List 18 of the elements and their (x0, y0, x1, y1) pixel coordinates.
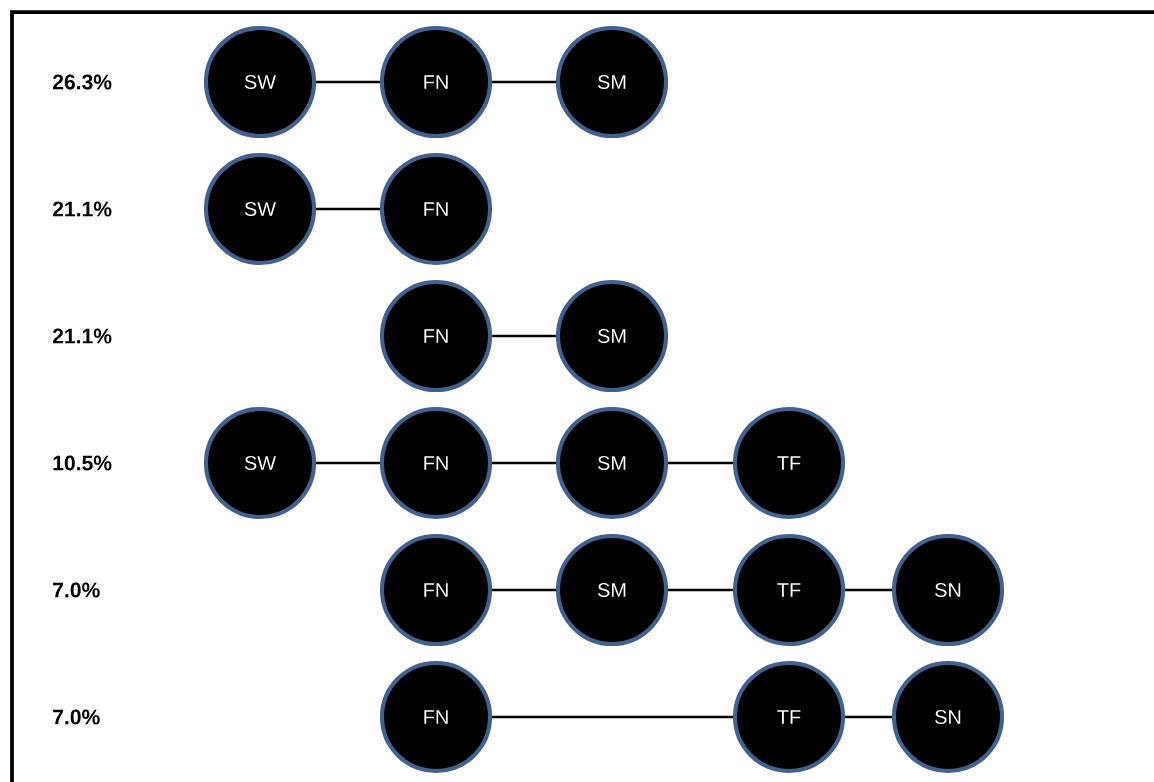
connector-line (668, 588, 733, 592)
connector-line (316, 207, 380, 211)
connector-line (845, 588, 892, 592)
connector-line (492, 80, 556, 84)
connector-line (845, 715, 892, 719)
connector-line (316, 80, 380, 84)
connector-line (492, 334, 556, 338)
connector-line (668, 461, 733, 465)
connector-line (316, 461, 380, 465)
connector-line (492, 588, 556, 592)
connector-line (492, 461, 556, 465)
percentage-label: 10.5% (53, 455, 112, 471)
percentage-label: 21.1% (52, 328, 112, 344)
percentage-label: 21.1% (52, 201, 112, 217)
percentage-label: 26.3% (52, 74, 112, 90)
connector-line (492, 715, 733, 719)
percentage-label: 7.0% (53, 709, 100, 725)
percentage-label: 7.0% (53, 582, 100, 598)
